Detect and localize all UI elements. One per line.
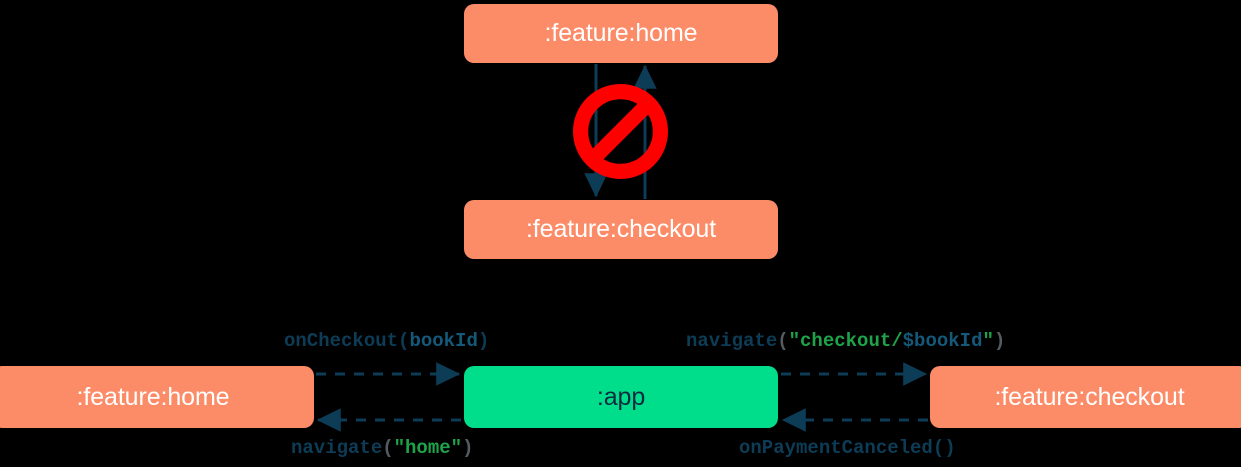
- node-label: :feature:home: [76, 382, 230, 411]
- no-entry-icon: [573, 84, 668, 179]
- node-label: :feature:home: [544, 19, 698, 47]
- code-token: "checkout/: [788, 330, 903, 352]
- edge-label-home-to-app: onCheckout(bookId): [284, 330, 489, 352]
- code-token: navigate: [686, 330, 778, 352]
- node-feature-home-top[interactable]: :feature:home: [464, 4, 778, 63]
- code-token: ): [993, 330, 1006, 352]
- node-label: :feature:checkout: [994, 382, 1185, 411]
- code-token: (: [382, 437, 394, 459]
- code-token: ": [982, 330, 994, 352]
- code-token: (: [777, 330, 789, 352]
- code-token: onPaymentCanceled(): [739, 437, 956, 459]
- node-label: :feature:checkout: [525, 215, 717, 243]
- code-token: "home": [393, 437, 463, 459]
- edge-label-app-to-checkout: navigate("checkout/$bookId"): [686, 330, 1005, 352]
- code-token: ): [477, 330, 490, 352]
- node-feature-checkout-bottom[interactable]: :feature:checkout: [930, 366, 1241, 428]
- node-feature-checkout-top[interactable]: :feature:checkout: [464, 200, 778, 259]
- code-token: bookId: [409, 330, 478, 352]
- node-label: :app: [596, 382, 646, 411]
- code-token: ): [462, 437, 474, 459]
- code-token: (: [398, 330, 410, 352]
- edge-label-checkout-to-app: onPaymentCanceled(): [739, 437, 956, 459]
- code-token: navigate: [291, 437, 383, 459]
- edge-label-app-to-home: navigate("home"): [291, 437, 473, 459]
- node-feature-home-bottom[interactable]: :feature:home: [0, 366, 314, 428]
- node-app[interactable]: :app: [464, 366, 778, 428]
- code-token: onCheckout: [284, 330, 399, 352]
- code-token: $bookId: [902, 330, 983, 352]
